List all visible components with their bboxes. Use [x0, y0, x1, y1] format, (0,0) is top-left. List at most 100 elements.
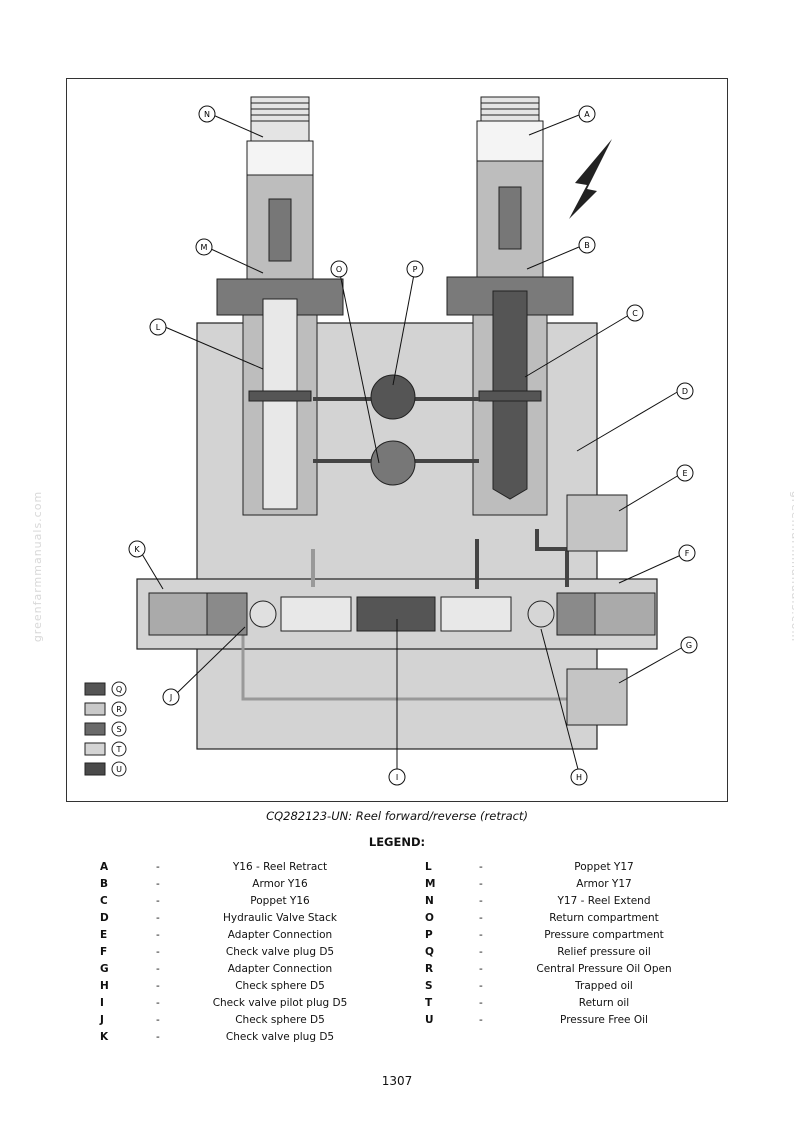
legend-text: Central Pressure Oil Open: [536, 963, 672, 975]
legend-row: K-Check valve plug D5: [100, 1031, 380, 1048]
watermark-right: greenfarmmanuals.com: [789, 490, 794, 643]
legend-key: S: [425, 980, 433, 992]
legend-key: A: [100, 861, 109, 873]
legend-text: Hydraulic Valve Stack: [223, 912, 337, 924]
swatch-t: [84, 742, 106, 756]
legend-dash: -: [479, 929, 483, 941]
legend-text: Check valve pilot plug D5: [212, 997, 348, 1009]
legend-key: D: [100, 912, 109, 924]
legend-key: R: [425, 963, 434, 975]
legend-text: Check valve plug D5: [225, 1031, 335, 1043]
legend-key: L: [425, 861, 432, 873]
legend-key: C: [100, 895, 108, 907]
legend-dash: -: [479, 980, 483, 992]
swatch-s: [84, 722, 106, 736]
legend-row: C-Poppet Y16: [100, 895, 380, 912]
callout-c: C: [632, 309, 638, 318]
legend-dash: -: [156, 997, 160, 1009]
legend-key: G: [100, 963, 109, 975]
legend-row: A - Y16 - Reel Retract: [100, 861, 380, 878]
legend-dash: -: [156, 912, 160, 924]
adapter-e: [566, 494, 628, 552]
legend-key: O: [425, 912, 434, 924]
legend-key: K: [100, 1031, 109, 1043]
spool: [148, 592, 656, 636]
legend-text: Return oil: [578, 997, 630, 1009]
leader-lines: [138, 114, 684, 774]
legend-row: T - Return oil: [425, 997, 705, 1014]
legend-row: R - Central Pressure Oil Open: [425, 963, 705, 980]
callout-m: M: [201, 243, 208, 252]
legend-dash: -: [479, 895, 483, 907]
callout-d: D: [682, 387, 688, 396]
legend-dash: -: [156, 929, 160, 941]
legend-row: U - Pressure Free Oil: [425, 1014, 705, 1031]
legend-row: I-Check valve pilot plug D5: [100, 997, 380, 1014]
figure-caption: CQ282123-UN: Reel forward/reverse (retra…: [266, 809, 528, 823]
callout-e: E: [682, 469, 687, 478]
legend-text: Relief pressure oil: [557, 946, 651, 958]
legend-dash: -: [479, 963, 483, 975]
legend-text: Check sphere D5: [235, 1014, 325, 1026]
callout-h: H: [576, 773, 582, 782]
legend-row: L-Poppet Y17: [425, 861, 705, 878]
legend-text: Adapter Connection: [227, 929, 333, 941]
legend-text: Return compartment: [549, 912, 659, 924]
legend-text: Check valve plug D5: [225, 946, 335, 958]
legend-text: Trapped oil: [575, 980, 633, 992]
swatch-u: [84, 762, 106, 776]
legend-row: G-Adapter Connection: [100, 963, 380, 980]
callout-g: G: [686, 641, 692, 650]
legend-row: B-Armor Y16: [100, 878, 380, 895]
legend-dash: -: [156, 861, 160, 873]
legend-key: F: [100, 946, 108, 958]
legend-key: M: [425, 878, 436, 890]
legend-text: Armor Y16: [252, 878, 308, 890]
legend-text: Y16 - Reel Retract: [232, 861, 328, 873]
legend-text: Pressure compartment: [544, 929, 664, 941]
legend-key: U: [425, 1014, 434, 1026]
legend-text: Adapter Connection: [227, 963, 333, 975]
page-number: 1307: [381, 1074, 413, 1088]
callout-b: B: [584, 241, 590, 250]
legend-row: P - Pressure compartment: [425, 929, 705, 946]
watermark-left: greenfarmmanuals.com: [31, 490, 45, 643]
legend-row: J - Check sphere D5: [100, 1014, 380, 1031]
legend-dash: -: [156, 980, 160, 992]
legend-dash: -: [479, 1014, 483, 1026]
legend-row: M-Armor Y17: [425, 878, 705, 895]
callout-a: A: [584, 110, 590, 119]
callout-j: J: [169, 693, 172, 702]
legend-title: LEGEND:: [368, 835, 426, 849]
callout-k: K: [134, 545, 140, 554]
callout-l: L: [156, 323, 161, 332]
return-compartment: [370, 440, 416, 486]
pressure-compartment: [370, 374, 416, 420]
legend-key: B: [100, 878, 109, 890]
swatch-r: [84, 702, 106, 716]
legend-text: Armor Y17: [576, 878, 632, 890]
legend-row: O-Return compartment: [425, 912, 705, 929]
legend-key: P: [425, 929, 433, 941]
legend-dash: -: [479, 861, 483, 873]
callout-n: N: [204, 110, 210, 119]
lightning-icon: [569, 139, 612, 219]
legend-dash: -: [479, 997, 483, 1009]
legend-key: T: [425, 997, 433, 1009]
hydraulic-diagram: Q R S T U: [66, 78, 728, 802]
legend-dash: -: [156, 895, 160, 907]
legend-key: J: [100, 1014, 104, 1026]
legend-key: H: [100, 980, 109, 992]
legend-row: F-Check valve plug D5: [100, 946, 380, 963]
swatch-label-r: R: [116, 705, 122, 714]
diagram-svg: Q R S T U: [84, 96, 698, 786]
swatch-label-q: Q: [116, 685, 122, 694]
legend-text: Pressure Free Oil: [560, 1014, 648, 1026]
legend-key: E: [100, 929, 108, 941]
legend-dash: -: [479, 946, 483, 958]
legend-dash: -: [156, 1014, 160, 1026]
solenoid-left: [216, 96, 344, 516]
adapter-g: [566, 668, 628, 726]
